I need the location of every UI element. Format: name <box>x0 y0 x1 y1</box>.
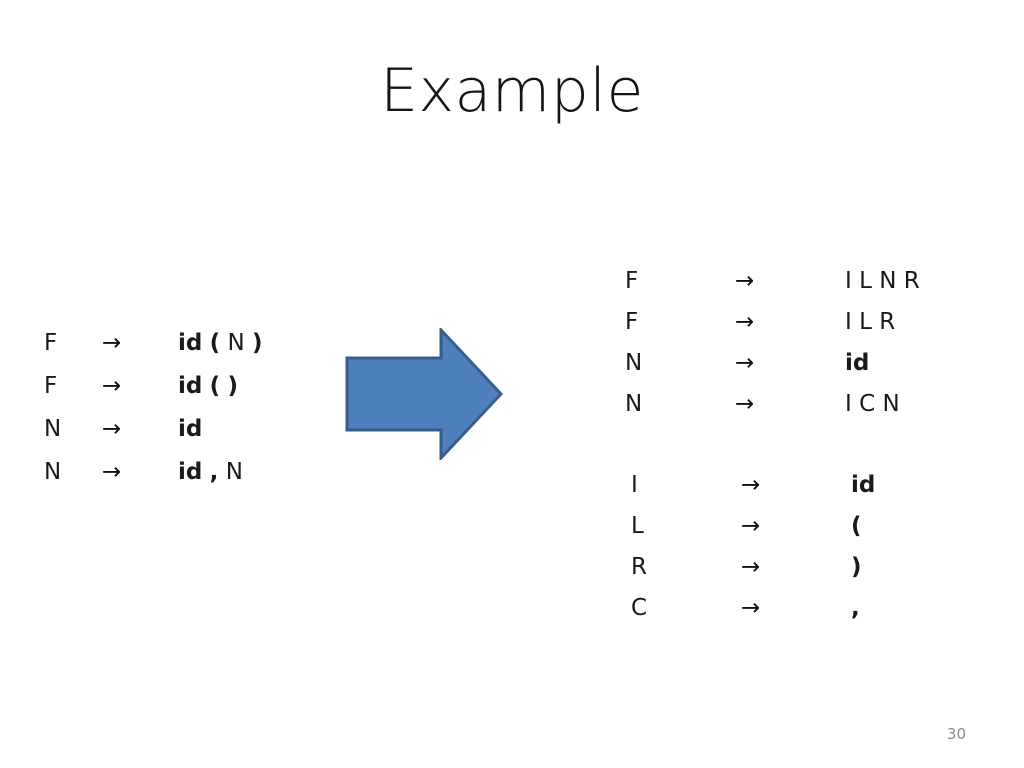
nonterminal-token <box>220 330 227 356</box>
terminal-token: ) <box>227 373 239 399</box>
grammar-rule-row: L → ( <box>625 513 875 554</box>
rule-arrow-icon: → <box>741 472 761 498</box>
rule-lhs: F <box>44 373 58 399</box>
terminal-token: id <box>178 416 203 442</box>
nonterminal-token <box>220 373 227 399</box>
rule-rhs: id ( ) <box>178 373 238 399</box>
rule-lhs: F <box>44 330 58 356</box>
terminal-token: , <box>851 595 860 621</box>
nonterminal-token: I L N R <box>845 268 920 294</box>
terminal-token: ( <box>209 330 221 356</box>
terminal-token: id <box>178 459 203 485</box>
terminal-token: ( <box>851 513 862 539</box>
rule-lhs: R <box>631 554 647 580</box>
rule-arrow-icon: → <box>102 330 122 356</box>
grammar-rule-row: N → id <box>625 350 920 391</box>
nonterminal-token <box>218 459 225 485</box>
grammar-rule-row: F → I L R <box>625 309 920 350</box>
rule-rhs: id <box>178 416 202 442</box>
terminal-token: id <box>178 330 203 356</box>
terminal-token: , <box>209 459 219 485</box>
rule-arrow-icon: → <box>102 373 122 399</box>
nonterminal-token: N <box>227 330 245 356</box>
rule-arrow-icon: → <box>741 554 761 580</box>
rule-rhs: I L R <box>845 309 895 335</box>
terminal-token: ) <box>252 330 263 356</box>
terminal-token: id <box>845 350 870 376</box>
terminal-token: id <box>178 373 203 399</box>
rule-lhs: F <box>625 309 639 335</box>
rule-arrow-icon: → <box>102 459 122 485</box>
grammar-rule-row: F → I L N R <box>625 268 920 309</box>
rule-lhs: N <box>44 459 62 485</box>
rule-rhs: ( <box>851 513 862 539</box>
rule-rhs: I L N R <box>845 268 920 294</box>
rule-lhs: F <box>625 268 639 294</box>
rule-arrow-icon: → <box>741 513 761 539</box>
grammar-rule-row: I → id <box>625 472 875 513</box>
rule-rhs: , <box>851 595 860 621</box>
nonterminal-token <box>202 459 209 485</box>
rule-lhs: N <box>44 416 62 442</box>
nonterminal-token <box>202 330 209 356</box>
page-number: 30 <box>946 725 966 743</box>
nonterminal-token <box>245 330 252 356</box>
rule-rhs: ) <box>851 554 862 580</box>
rule-arrow-icon: → <box>735 268 755 294</box>
rule-lhs: N <box>625 350 643 376</box>
terminal-token: ) <box>851 554 862 580</box>
rule-lhs: L <box>631 513 644 539</box>
terminal-token: ( <box>209 373 221 399</box>
grammar-rule-row: N → id , N <box>44 459 263 502</box>
rule-lhs: I <box>631 472 638 498</box>
rule-arrow-icon: → <box>102 416 122 442</box>
right-arrow-icon <box>345 326 504 462</box>
grammar-rule-row: N → id <box>44 416 263 459</box>
nonterminal-token: N <box>225 459 243 485</box>
rule-arrow-icon: → <box>735 391 755 417</box>
grammar-rule-row: R →) <box>625 554 875 595</box>
rule-rhs: id ( N ) <box>178 330 263 356</box>
nonterminal-token <box>202 373 209 399</box>
rule-rhs: id <box>845 350 869 376</box>
rule-rhs: id <box>851 472 875 498</box>
rule-arrow-icon: → <box>741 595 761 621</box>
page-title: Example <box>380 56 644 126</box>
terminal-token: id <box>851 472 876 498</box>
grammar-rule-row: F → id ( N ) <box>44 330 263 373</box>
grammar-rule-row: C →, <box>625 595 875 636</box>
rule-rhs: id , N <box>178 459 243 485</box>
rule-lhs: C <box>631 595 648 621</box>
nonterminal-token: I L R <box>845 309 896 335</box>
nonterminal-token: I C N <box>845 391 900 417</box>
grammar-rule-row: N → I C N <box>625 391 920 432</box>
rule-rhs: I C N <box>845 391 900 417</box>
rule-arrow-icon: → <box>735 350 755 376</box>
rule-arrow-icon: → <box>735 309 755 335</box>
grammar-rule-row: F → id ( ) <box>44 373 263 416</box>
rule-lhs: N <box>625 391 643 417</box>
